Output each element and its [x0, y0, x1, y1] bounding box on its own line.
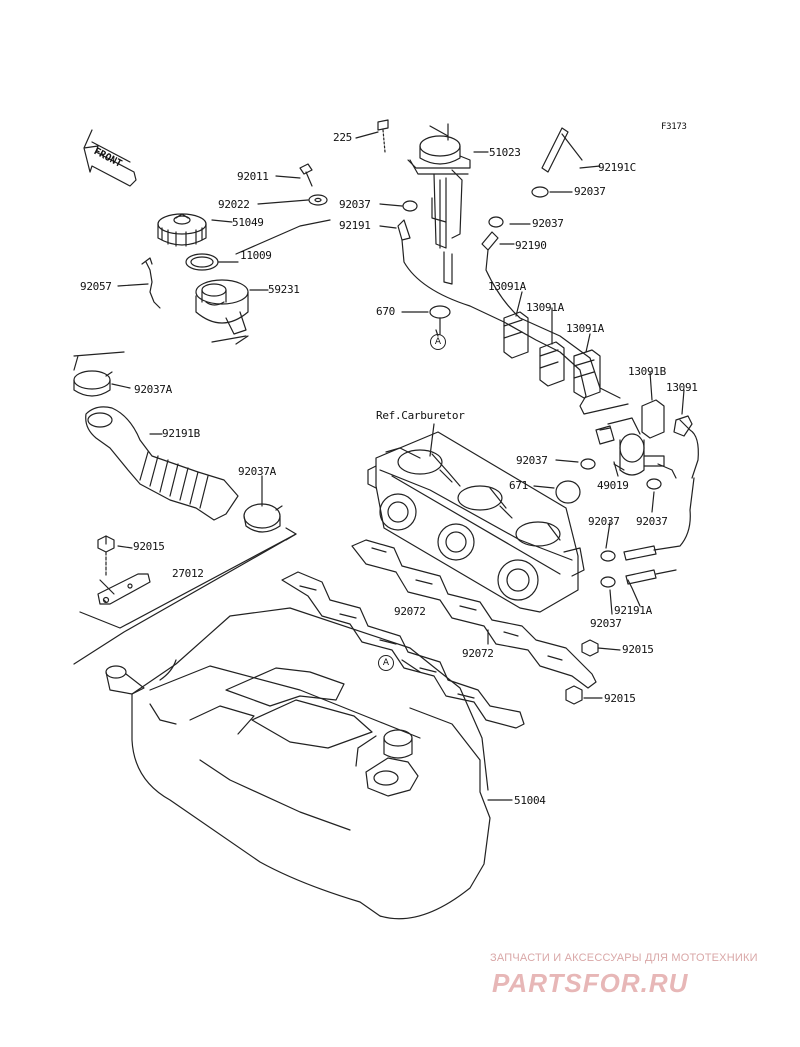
part-label: 92191 [339, 219, 371, 232]
part-label: 49019 [597, 479, 629, 492]
part-label: 92191C [598, 161, 636, 174]
hose-icon [541, 127, 569, 173]
part-label: 92037 [532, 217, 564, 230]
part-label: 59231 [268, 283, 300, 296]
part-label: 51004 [514, 794, 546, 807]
gasket-strip-icon [281, 571, 525, 729]
gasket-ring-icon [185, 253, 219, 271]
part-label: 27012 [172, 567, 204, 580]
callout-a-upper: A [430, 334, 446, 350]
hose-clip-icon [503, 311, 529, 359]
part-label: 92037A [134, 383, 172, 396]
hose-icon [623, 477, 695, 585]
part-label: 92011 [237, 170, 269, 183]
part-label: 92072 [394, 605, 426, 618]
part-label: 92015 [622, 643, 654, 656]
part-label: 92015 [133, 540, 165, 553]
o-ring-icon [429, 305, 451, 319]
hose-clamp-icon [73, 370, 113, 397]
bracket-icon [97, 573, 151, 605]
bolt-icon [299, 163, 313, 187]
clamp-icon [600, 576, 616, 588]
part-label: 92037A [238, 465, 276, 478]
o-ring-icon [555, 480, 581, 504]
fuel-filter-icon [595, 417, 665, 476]
hose-icon [481, 231, 499, 251]
clamp-icon [531, 186, 549, 198]
part-label: 92037 [574, 185, 606, 198]
nut-icon [581, 639, 599, 657]
part-label: 92037 [516, 454, 548, 467]
hose-icon [397, 219, 411, 241]
clamp-icon [402, 200, 418, 212]
hose-clamp-icon [243, 503, 283, 533]
watermark-tagline: ЗАПЧАСТИ И АКСЕССУАРЫ ДЛЯ МОТОТЕХНИКИ [490, 952, 758, 964]
strap-icon [141, 257, 161, 309]
hose-clip-icon [573, 349, 601, 399]
clamp-icon [600, 550, 616, 562]
fuel-cap-icon [157, 213, 207, 247]
part-label: 51049 [232, 216, 264, 229]
part-label: 92057 [80, 280, 112, 293]
breather-hose-icon [85, 406, 239, 521]
nut-icon [97, 535, 115, 553]
clamp-icon [488, 216, 504, 228]
part-label: 670 [376, 305, 395, 318]
fuel-gauge-unit-icon [407, 123, 471, 285]
hose-clip-icon [641, 399, 665, 439]
front-arrow-icon [83, 129, 137, 187]
part-label: 92037 [339, 198, 371, 211]
part-label: 92022 [218, 198, 250, 211]
clamp-icon [646, 478, 662, 490]
part-label: 13091A [488, 280, 526, 293]
filler-neck-icon [195, 279, 249, 335]
part-label: 13091A [526, 301, 564, 314]
screw-icon [377, 119, 389, 153]
part-label: 13091 [666, 381, 698, 394]
part-label: 92037 [588, 515, 620, 528]
part-label: 92191A [614, 604, 652, 617]
part-label: 92072 [462, 647, 494, 660]
part-label: 92191B [162, 427, 200, 440]
part-label: 92015 [604, 692, 636, 705]
gasket-strip-icon [351, 539, 597, 689]
fuel-tank-icon [105, 607, 491, 920]
hose-clip-icon [539, 341, 565, 387]
callout-a-lower: A [378, 655, 394, 671]
ref-carburetor-label: Ref.Carburetor [376, 409, 465, 422]
part-label: 225 [333, 131, 352, 144]
part-label: 92190 [515, 239, 547, 252]
part-label: 11009 [240, 249, 272, 262]
figure-code: F3173 [661, 122, 687, 132]
hose-clip-icon [673, 415, 693, 437]
washer-icon [308, 194, 328, 206]
part-label: 92037 [590, 617, 622, 630]
part-label: 671 [509, 479, 528, 492]
watermark-logo: PARTSFOR.RU [492, 968, 689, 998]
clamp-icon [580, 458, 596, 470]
part-label: 13091B [628, 365, 666, 378]
nut-icon [565, 685, 583, 705]
part-label: 92037 [636, 515, 668, 528]
carburetor-assembly-icon [367, 431, 585, 613]
part-label: 51023 [489, 146, 521, 159]
part-label: 13091A [566, 322, 604, 335]
